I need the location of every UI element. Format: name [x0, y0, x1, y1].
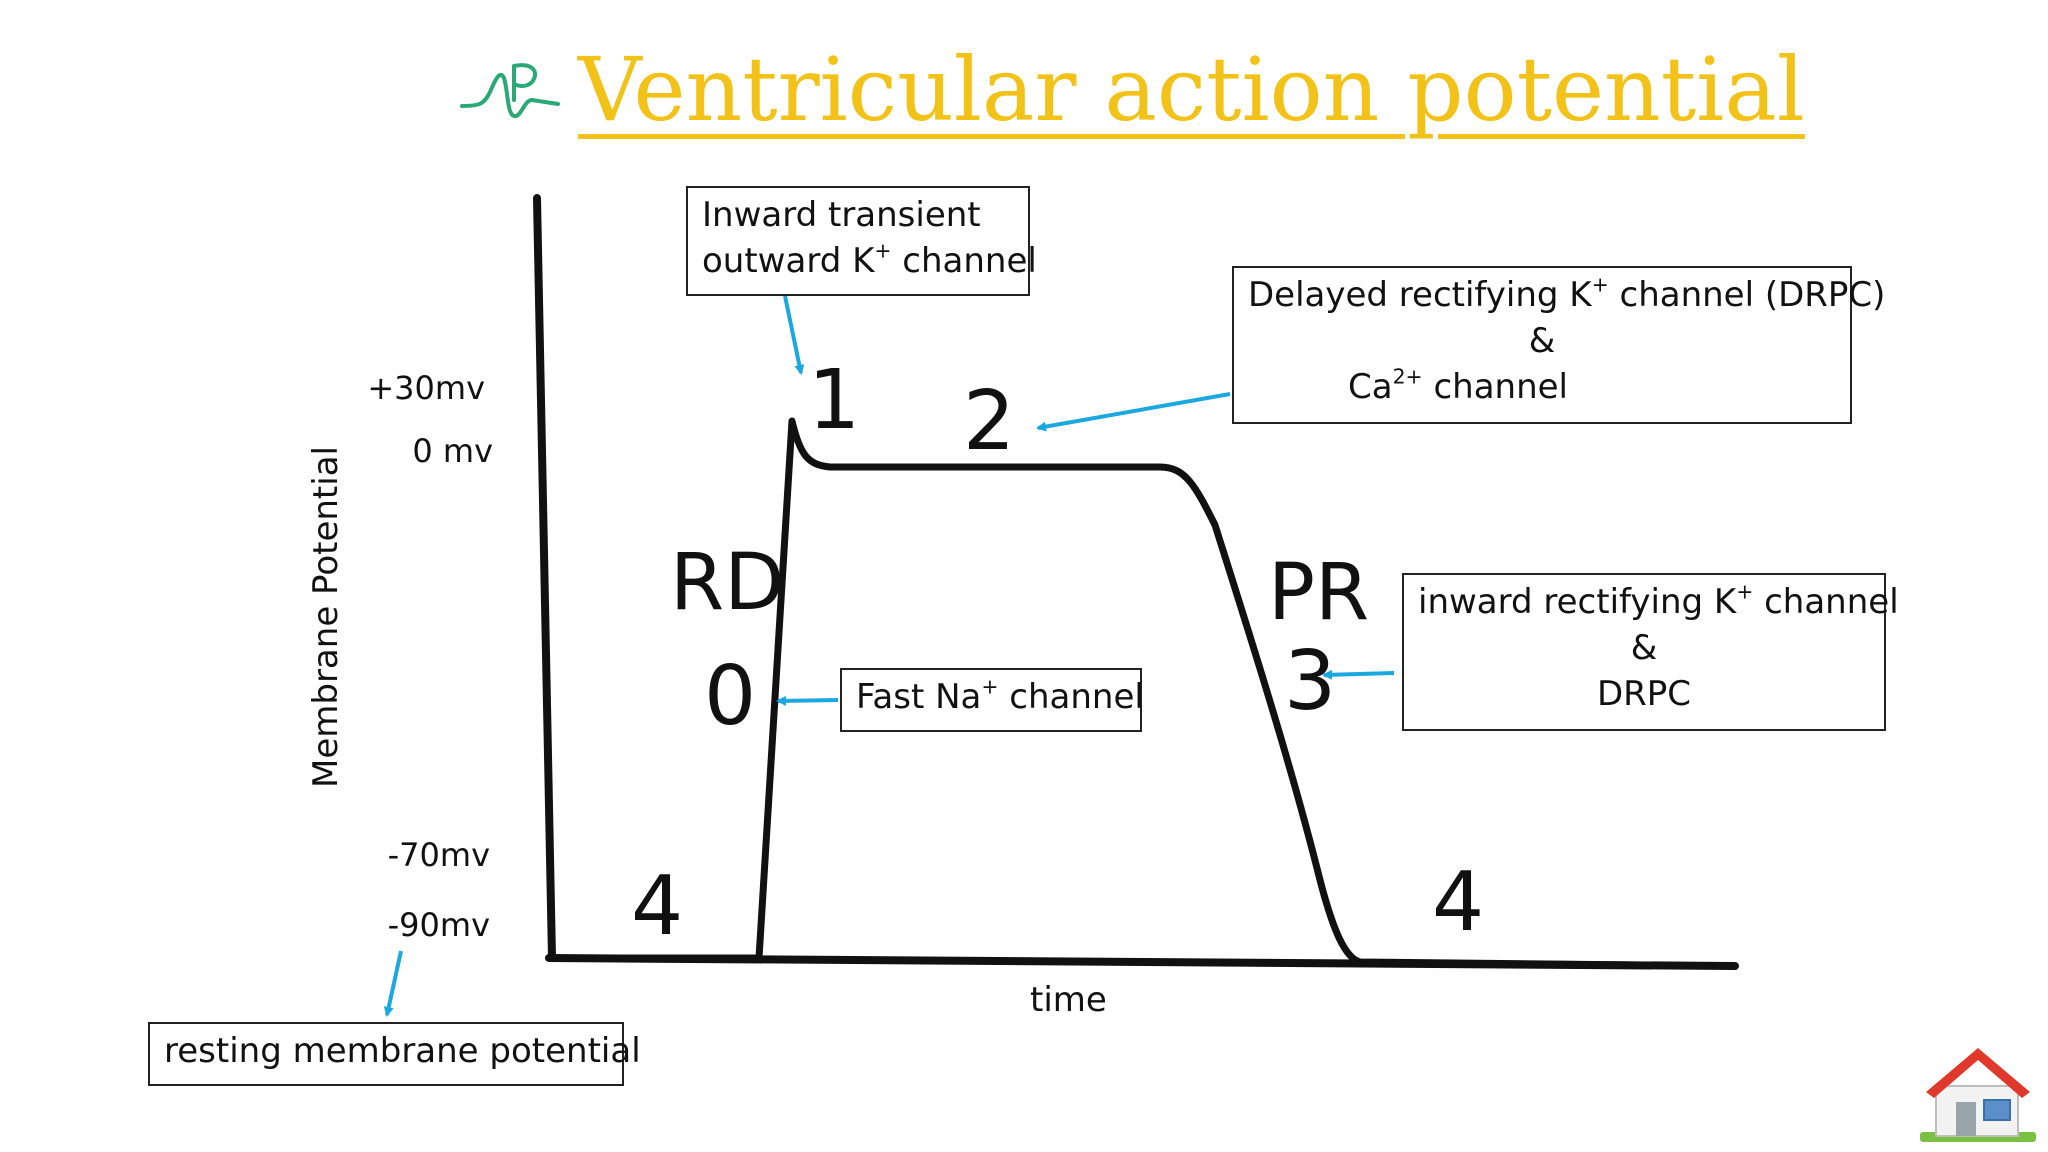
- phase-4-left-label: 4: [631, 859, 684, 954]
- ap-waveform-logo-icon: [460, 63, 560, 119]
- phase-1-label: 1: [808, 353, 861, 448]
- action-potential-trace: [548, 417, 1739, 970]
- arrow-phase2: [1036, 392, 1231, 432]
- x-axis-label: time: [1030, 980, 1107, 1020]
- tick-minus-70mv: -70mv: [387, 836, 490, 874]
- phase1-annotation-box: Inward transient outward K+ channel: [686, 186, 1037, 296]
- phase3-box-line3: DRPC: [1596, 674, 1692, 714]
- y-axis-label-rotated: Membrane Potential: [306, 446, 346, 788]
- arrow-resting: [383, 950, 403, 1017]
- region-pr-label: PR: [1268, 548, 1370, 638]
- phase1-box-line2: outward K+ channel: [702, 238, 1037, 281]
- phase3-box-line1: inward rectifying K+ channel: [1418, 579, 1899, 622]
- page-title: Ventricular action potential: [578, 38, 1805, 141]
- resting-box-text: resting membrane potential: [164, 1031, 641, 1071]
- phase3-box-line2: &: [1630, 628, 1658, 668]
- phase2-annotation-box: Delayed rectifying K+ channel (DRPC) & C…: [1232, 266, 1886, 424]
- phase0-annotation-box: Fast Na+ channel: [840, 668, 1144, 732]
- tick-0mv: 0 mv: [412, 432, 493, 470]
- phase3-annotation-box: inward rectifying K+ channel & DRPC: [1402, 573, 1899, 731]
- home-icon: [1920, 1048, 2036, 1142]
- phase-3-label: 3: [1284, 634, 1337, 729]
- home-button[interactable]: [1912, 1040, 2040, 1144]
- phase1-box-line1: Inward transient: [702, 195, 981, 235]
- arrow-phase0: [776, 695, 839, 706]
- phase-4-right-label: 4: [1432, 855, 1485, 950]
- y-axis-label-text: Membrane Potential: [306, 446, 346, 788]
- phase2-box-line1: Delayed rectifying K+ channel (DRPC): [1248, 272, 1886, 315]
- phase-0-label: 0: [704, 649, 757, 744]
- phase0-box-text: Fast Na+ channel: [856, 674, 1144, 717]
- tick-minus-90mv: -90mv: [387, 906, 490, 944]
- arrow-phase1: [783, 295, 805, 375]
- y-axis: [533, 194, 556, 962]
- phase2-box-line2: &: [1528, 321, 1556, 361]
- tick-plus-30mv: +30mv: [367, 369, 485, 407]
- region-rd-label: RD: [670, 538, 785, 628]
- phase2-box-line3: Ca2+ channel: [1348, 364, 1568, 407]
- annotation-arrows: [383, 295, 1395, 1017]
- resting-potential-box: resting membrane potential: [148, 1022, 641, 1086]
- phase-2-label: 2: [963, 374, 1016, 469]
- arrow-phase3: [1322, 669, 1395, 680]
